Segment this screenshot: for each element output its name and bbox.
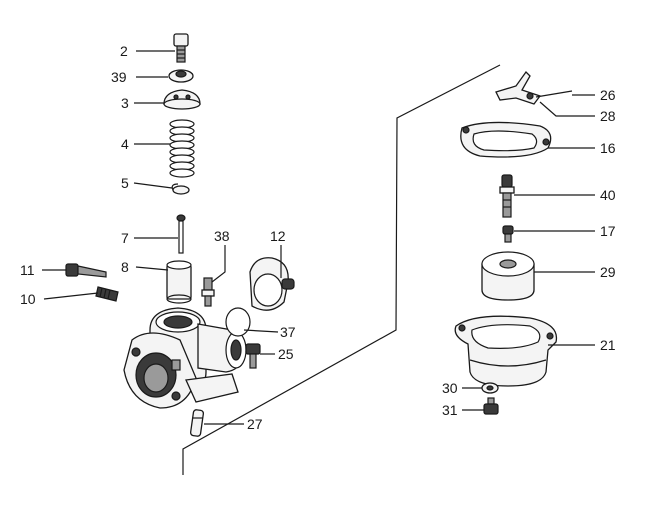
leader-37 bbox=[243, 329, 279, 333]
label-10: 10 bbox=[20, 291, 36, 307]
label-37: 37 bbox=[280, 324, 296, 340]
part-28-float-arm bbox=[495, 70, 542, 105]
label-29: 29 bbox=[600, 264, 616, 280]
label-4: 4 bbox=[121, 136, 129, 152]
label-2: 2 bbox=[120, 43, 128, 59]
part-2-top-screw bbox=[173, 33, 189, 63]
label-16: 16 bbox=[600, 140, 616, 156]
label-39: 39 bbox=[111, 69, 127, 85]
part-31-drain-bolt bbox=[483, 397, 499, 415]
label-27: 27 bbox=[247, 416, 263, 432]
part-39-nut bbox=[168, 69, 194, 83]
label-11: 11 bbox=[20, 262, 35, 278]
leader-5 bbox=[133, 182, 173, 189]
part-38-nipple bbox=[201, 277, 215, 307]
label-12: 12 bbox=[270, 228, 286, 244]
leader-10 bbox=[43, 292, 99, 300]
part-7-needle bbox=[176, 214, 186, 254]
label-40: 40 bbox=[600, 187, 616, 203]
group-boundary-line bbox=[182, 64, 501, 475]
label-21: 21 bbox=[600, 337, 616, 353]
part-37-gasket bbox=[225, 307, 251, 337]
label-8: 8 bbox=[121, 259, 129, 275]
leader-28 bbox=[539, 101, 595, 117]
part-8-throttle-slide bbox=[166, 260, 192, 304]
part-3-cap bbox=[163, 89, 201, 110]
label-28: 28 bbox=[600, 108, 616, 124]
part-25-jet bbox=[245, 343, 261, 369]
label-38: 38 bbox=[214, 228, 230, 244]
label-7: 7 bbox=[121, 230, 129, 246]
part-30-washer bbox=[481, 382, 499, 394]
label-31: 31 bbox=[442, 402, 458, 418]
part-29-float bbox=[481, 251, 535, 301]
label-30: 30 bbox=[442, 380, 458, 396]
label-3: 3 bbox=[121, 95, 129, 111]
label-17: 17 bbox=[600, 223, 616, 239]
leader-38 bbox=[211, 245, 226, 283]
label-25: 25 bbox=[278, 346, 294, 362]
part-40-needle-valve bbox=[499, 174, 515, 218]
part-11-bolt bbox=[65, 263, 107, 278]
part-17-jet bbox=[502, 225, 514, 243]
part-12-clamp bbox=[249, 257, 295, 311]
part-5-clip bbox=[171, 183, 190, 195]
label-26: 26 bbox=[600, 87, 616, 103]
part-10-screw bbox=[95, 286, 119, 302]
part-21-float-bowl bbox=[454, 315, 558, 387]
part-4-spring bbox=[169, 119, 195, 178]
part-27-pin bbox=[189, 409, 205, 437]
leader-8 bbox=[135, 266, 169, 271]
part-26-float-pin bbox=[535, 90, 573, 98]
label-5: 5 bbox=[121, 175, 129, 191]
part-16-gasket bbox=[460, 121, 552, 158]
